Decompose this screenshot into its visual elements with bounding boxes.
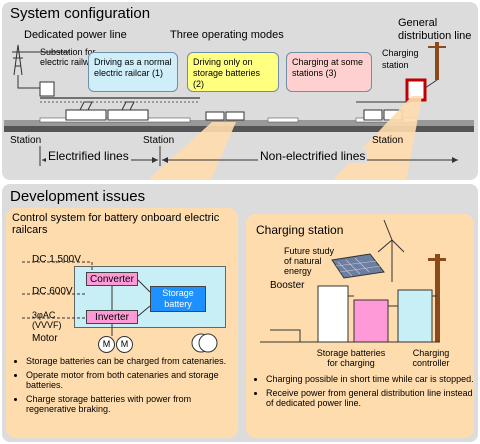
motor-1-icon: M: [98, 336, 115, 353]
station-label-2: Station: [143, 135, 175, 146]
control-system-title: Control system for battery onboard elect…: [12, 212, 220, 236]
storage-batteries-label: Storage batteries for charging: [316, 348, 386, 368]
motor-1-symbol: M: [102, 339, 111, 349]
control-note-3: Charge storage batteries with power from…: [26, 394, 240, 414]
wind-turbine-icon: [377, 219, 405, 282]
development-issues-title: Development issues: [10, 188, 146, 205]
mode-2-bubble: Driving only on storage batteries (2): [187, 52, 279, 92]
mode-1-bubble: Driving as a normal electric railcar (1): [88, 52, 178, 92]
booster-label: Booster: [270, 280, 305, 291]
station-label-1: Station: [10, 135, 42, 146]
mode-3-bubble: Charging at some stations (3): [286, 52, 372, 92]
system-configuration-title: System configuration: [10, 5, 151, 22]
storage-battery-box: Storage battery: [150, 286, 206, 312]
non-electrified-lines-label: Non-electrified lines: [258, 149, 368, 163]
charging-station-label: Charging station: [382, 48, 419, 70]
converter-box: Converter: [86, 272, 138, 286]
substation-label: Substation for electric railways: [40, 47, 104, 67]
three-modes-label: Three operating modes: [170, 29, 284, 41]
charging-note-1: Charging possible in short time while ca…: [266, 374, 476, 384]
general-distribution-line-label: General distribution line: [398, 17, 472, 42]
inverter-box: Inverter: [86, 310, 138, 324]
mode-3-label: Charging at some stations (3): [292, 57, 364, 78]
dc1500-label: DC 1,500V: [32, 254, 81, 265]
mode-2-label: Driving only on storage batteries (2): [193, 57, 261, 89]
control-note-1: Storage batteries can be charged from ca…: [26, 356, 240, 366]
train-mode-2-icon: [205, 111, 245, 121]
mode-1-label: Driving as a normal electric railcar (1): [94, 57, 172, 78]
charging-controller-label: Charging controller: [412, 348, 450, 368]
pylon-icon: [12, 44, 24, 76]
electrified-lines-label: Electrified lines: [46, 149, 131, 163]
dedicated-power-line-label: Dedicated power line: [24, 29, 127, 41]
train-mode-1-icon: [65, 101, 149, 121]
motor-label: Motor: [32, 333, 58, 344]
charging-notes: Charging possible in short time while ca…: [256, 374, 476, 412]
future-study-label: Future study of natural energy: [284, 246, 335, 276]
motor-2-icon: M: [116, 336, 133, 353]
ac-label: 3φAC (VVVF): [32, 310, 62, 330]
charging-note-2: Receive power from general distribution …: [266, 388, 476, 408]
motor-2-symbol: M: [120, 339, 129, 349]
dc600-label: DC 600V: [32, 286, 73, 297]
station-label-3: Station: [372, 135, 404, 146]
control-note-2: Operate motor from both catenaries and s…: [26, 370, 240, 390]
charging-station-title: Charging station: [256, 223, 344, 237]
solar-panel-icon: [331, 253, 385, 279]
control-notes: Storage batteries can be charged from ca…: [16, 356, 240, 418]
